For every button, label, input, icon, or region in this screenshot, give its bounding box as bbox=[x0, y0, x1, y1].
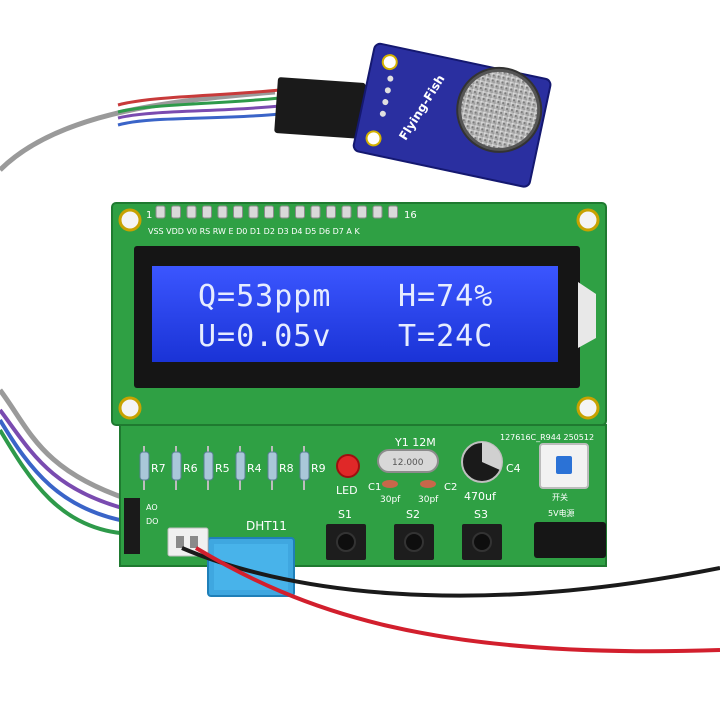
lcd-pin bbox=[186, 205, 197, 219]
lcd-row2-right: T=24C bbox=[398, 319, 493, 354]
crystal-body bbox=[377, 449, 439, 473]
lcd-row1-right: H=74% bbox=[398, 279, 493, 314]
ribbon-wire-red bbox=[117, 88, 281, 107]
resistor-body bbox=[171, 451, 182, 481]
capacitor-c4-label: C4 bbox=[506, 462, 521, 475]
dht-label: DHT11 bbox=[246, 519, 287, 533]
wire-header bbox=[124, 498, 140, 554]
crystal-label: Y1 12M bbox=[394, 436, 436, 449]
resistor-body bbox=[299, 451, 310, 481]
led-label: LED bbox=[336, 484, 358, 497]
lcd-pin bbox=[295, 205, 305, 219]
lcd-pin bbox=[171, 205, 181, 219]
left-wire-purple bbox=[0, 408, 131, 512]
left-wire-blue bbox=[0, 418, 131, 524]
lcd-pin-row-labels: VSS VDD V0 RS RW E D0 D1 D2 D3 D4 D5 D6 … bbox=[148, 227, 360, 236]
push-button-cap[interactable] bbox=[404, 532, 424, 552]
capacitor-c1-label: C1 bbox=[368, 482, 381, 493]
lcd-pin-end: 16 bbox=[404, 210, 417, 221]
resistor-label: R8 bbox=[279, 462, 294, 475]
lcd-pin bbox=[202, 205, 212, 219]
switch-label: 开关 bbox=[552, 492, 568, 502]
lcd-pin bbox=[310, 205, 321, 219]
power-jack[interactable] bbox=[534, 522, 606, 558]
lcd-pin bbox=[264, 205, 274, 219]
lcd-pin bbox=[357, 205, 367, 219]
resistor-label: R4 bbox=[247, 462, 262, 475]
resistor-label: R5 bbox=[215, 462, 230, 475]
resistor-label: R6 bbox=[183, 462, 198, 475]
sensor-header-connector bbox=[274, 77, 366, 139]
lcd-header-pins bbox=[155, 205, 398, 219]
crystal-marking: 12.000 bbox=[392, 458, 424, 468]
capacitor-c2 bbox=[420, 480, 436, 488]
header-pin-ao: AO bbox=[146, 503, 158, 512]
lcd-pin bbox=[372, 205, 383, 219]
lcd-pin bbox=[326, 205, 336, 219]
capacitor-c1-value: 30pf bbox=[380, 495, 401, 505]
left-wire-green bbox=[0, 428, 131, 536]
push-button-label: S2 bbox=[406, 508, 420, 521]
resistor-body bbox=[267, 451, 278, 481]
resistor-body bbox=[235, 451, 246, 481]
lcd-pin bbox=[341, 205, 352, 219]
ribbon-wire-purple bbox=[117, 104, 281, 120]
red-power-wire bbox=[194, 546, 720, 654]
push-button-cap[interactable] bbox=[336, 532, 356, 552]
resistor-label: R7 bbox=[151, 462, 166, 475]
ribbon-wire-blue bbox=[117, 112, 281, 127]
gas-sensor-module: Flying-Fish bbox=[352, 42, 552, 188]
push-button-label: S3 bbox=[474, 508, 488, 521]
lcd-screen bbox=[152, 266, 558, 362]
lcd-pin bbox=[279, 205, 290, 219]
power-switch-button[interactable] bbox=[556, 456, 572, 474]
gray-wire bbox=[0, 89, 276, 172]
power-label: 5V电源 bbox=[548, 508, 575, 518]
resistor-label: R9 bbox=[311, 462, 326, 475]
push-button-cap[interactable] bbox=[472, 532, 492, 552]
resistor-body bbox=[139, 451, 150, 481]
lcd-row1-left: Q=53ppm bbox=[198, 279, 331, 314]
lcd-row2-left: U=0.05v bbox=[198, 319, 331, 354]
lcd-pin bbox=[217, 205, 228, 219]
ribbon-wire-green bbox=[117, 96, 281, 114]
resistor-body bbox=[203, 451, 214, 481]
resistor-row: R7 R6 R5 R4 R8 R9 bbox=[139, 446, 326, 490]
pcb-date-code: 127616C_R944 250512 bbox=[500, 433, 594, 442]
push-button-row: S1 S2 S3 bbox=[326, 508, 502, 560]
lcd-pin bbox=[388, 205, 398, 219]
push-button-label: S1 bbox=[338, 508, 352, 521]
left-wire-gray bbox=[0, 388, 131, 503]
lcd-pin bbox=[233, 205, 243, 219]
lcd-pin-start: 1 bbox=[146, 210, 152, 221]
capacitor-c1 bbox=[382, 480, 398, 488]
capacitor-c4-value: 470uf bbox=[464, 490, 497, 503]
capacitor-c2-label: C2 bbox=[444, 482, 457, 493]
header-pin-do: DO bbox=[146, 517, 158, 526]
red-led bbox=[336, 454, 360, 478]
lcd-side-connector bbox=[578, 282, 596, 348]
lcd-pin bbox=[155, 205, 166, 219]
capacitor-c2-value: 30pf bbox=[418, 495, 439, 505]
lcd-pin bbox=[248, 205, 259, 219]
